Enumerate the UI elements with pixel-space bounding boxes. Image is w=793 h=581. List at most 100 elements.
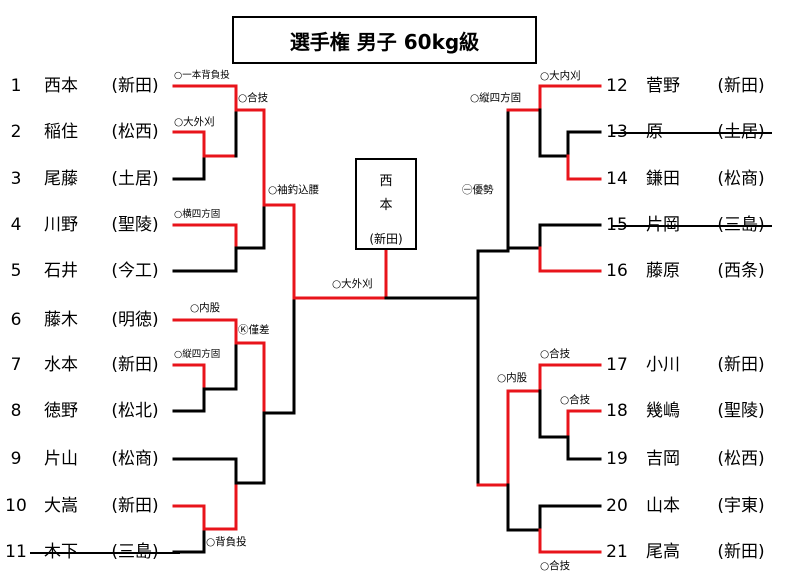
player-num: 9: [10, 449, 22, 469]
player-name: 菅野: [646, 76, 680, 96]
withdrawn-strike: [612, 225, 772, 227]
player-name: 幾嶋: [646, 401, 680, 421]
player-row: 6 藤木 (明徳): [0, 308, 180, 332]
player-row: 21 尾高 (新田): [600, 540, 793, 564]
player-num: 18: [606, 401, 628, 421]
player-num: 10: [5, 496, 27, 516]
result-note: ○大内刈: [540, 70, 581, 82]
result-note: ㊀優勢: [462, 184, 494, 196]
winner-name-1: 西: [379, 174, 393, 189]
result-note: ○一本背負投: [174, 70, 230, 81]
player-team: (明徳): [111, 310, 159, 330]
player-team: (宇東): [717, 496, 765, 516]
player-name: 吉岡: [646, 449, 680, 469]
result-note: ○大外刈: [332, 278, 373, 290]
withdrawn-strike: [612, 132, 772, 134]
winner-box: 西 本 (新田): [355, 158, 417, 250]
player-num: 17: [606, 355, 628, 375]
player-row: 7 水本 (新田): [0, 353, 180, 377]
player-row: 9 片山 (松商): [0, 447, 180, 471]
player-num: 3: [10, 169, 22, 189]
player-row: 18 幾嶋 (聖陵): [600, 399, 793, 423]
result-note: ○内股: [497, 372, 528, 384]
player-row: 2 稲住 (松西): [0, 120, 180, 144]
player-team: (新田): [717, 76, 765, 96]
player-row: 17 小川 (新田): [600, 353, 793, 377]
player-name: 片山: [44, 449, 78, 469]
player-row: 14 鎌田 (松商): [600, 167, 793, 191]
player-team: (聖陵): [111, 215, 159, 235]
player-num: 2: [10, 122, 22, 142]
player-team: (西条): [717, 261, 765, 281]
player-num: 7: [10, 355, 22, 375]
player-num: 1: [10, 76, 22, 96]
player-num: 21: [606, 542, 628, 562]
player-row: 16 藤原 (西条): [600, 259, 793, 283]
player-num: 11: [5, 542, 27, 562]
player-row: 5 石井 (今工): [0, 259, 180, 283]
page-title: 選手権 男子 60kg級: [232, 16, 537, 64]
player-team: (新田): [111, 355, 159, 375]
result-note: ○縦四方固: [470, 92, 522, 104]
player-team: (松西): [111, 122, 159, 142]
result-note: ○内股: [190, 302, 221, 314]
player-row: 3 尾藤 (土居): [0, 167, 180, 191]
player-name: 水本: [44, 355, 78, 375]
player-team: (新田): [111, 76, 159, 96]
player-num: 4: [10, 215, 22, 235]
player-num: 16: [606, 261, 628, 281]
player-name: 小川: [646, 355, 680, 375]
player-team: (新田): [717, 355, 765, 375]
player-name: 大嵩: [44, 496, 78, 516]
player-team: (松商): [717, 169, 765, 189]
withdrawn-strike: [30, 552, 180, 554]
player-name: 藤木: [44, 310, 78, 330]
player-name: 石井: [44, 261, 78, 281]
player-num: 8: [10, 401, 22, 421]
player-team: (土居): [111, 169, 159, 189]
result-note: ○合技: [540, 348, 571, 360]
player-num: 14: [606, 169, 628, 189]
result-note: ○背負投: [206, 536, 247, 548]
player-row: 10 大嵩 (新田): [0, 494, 180, 518]
player-name: 藤原: [646, 261, 680, 281]
result-note: ○合技: [560, 394, 591, 406]
player-team: (新田): [717, 542, 765, 562]
player-team: (今工): [111, 261, 159, 281]
player-name: 徳野: [44, 401, 78, 421]
player-team: (松西): [717, 449, 765, 469]
result-note: ○横四方固: [174, 209, 221, 220]
player-name: 尾藤: [44, 169, 78, 189]
player-num: 20: [606, 496, 628, 516]
player-name: 鎌田: [646, 169, 680, 189]
player-team: (聖陵): [717, 401, 765, 421]
player-row: 12 菅野 (新田): [600, 74, 793, 98]
player-team: (松商): [111, 449, 159, 469]
result-note: Ⓚ僅差: [238, 324, 270, 336]
player-name: 西本: [44, 76, 78, 96]
result-note: ○袖釣込腰: [268, 184, 320, 196]
result-note: ○大外刈: [174, 116, 215, 128]
player-row: 20 山本 (宇東): [600, 494, 793, 518]
player-num: 12: [606, 76, 628, 96]
player-row: 1 西本 (新田): [0, 74, 180, 98]
player-team: (新田): [111, 496, 159, 516]
player-num: 19: [606, 449, 628, 469]
winner-name-2: 本: [379, 198, 393, 213]
player-team: (松北): [111, 401, 159, 421]
player-row: 19 吉岡 (松西): [600, 447, 793, 471]
player-name: 山本: [646, 496, 680, 516]
player-name: 稲住: [44, 122, 78, 142]
player-num: 6: [10, 310, 22, 330]
result-note: ○合技: [540, 560, 571, 572]
result-note: ○縦四方固: [174, 349, 221, 360]
player-num: 5: [10, 261, 22, 281]
player-row: 8 徳野 (松北): [0, 399, 180, 423]
player-name: 尾高: [646, 542, 680, 562]
player-name: 川野: [44, 215, 78, 235]
